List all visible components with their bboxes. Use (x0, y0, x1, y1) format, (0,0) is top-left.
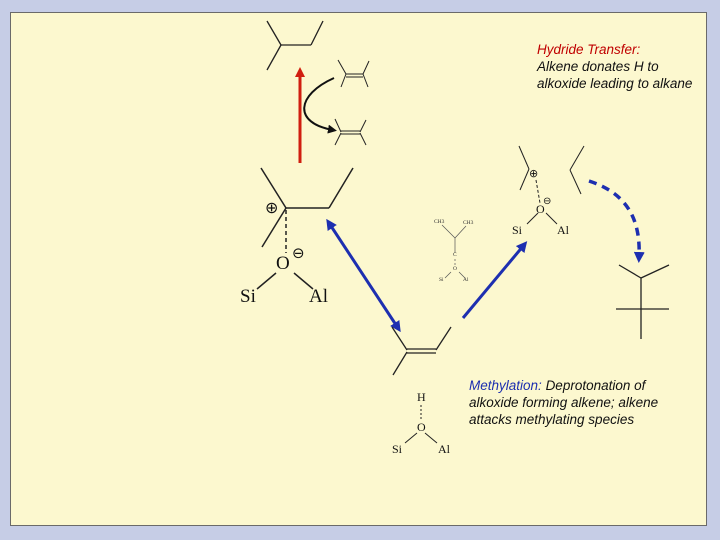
carbon-label: C (453, 252, 457, 258)
carbocation-structure-left (256, 167, 354, 290)
aluminum-label-bottom: Al (438, 442, 450, 456)
silicon-label-left: Si (240, 286, 256, 307)
methylating-species-structure (441, 224, 467, 279)
methylation-dashed-arrow (588, 179, 645, 263)
aluminum-label-small: Al (463, 277, 469, 283)
negative-charge-right: ⊖ (543, 196, 552, 207)
hydrogen-label-bottom: H (417, 390, 426, 404)
methylation-title: Methylation: (469, 378, 542, 393)
positive-charge-left: ⊕ (265, 198, 279, 217)
branched-alkane-structure (616, 264, 670, 339)
hydride-transfer-text: Alkene donates H to alkoxide leading to … (537, 59, 693, 91)
negative-charge-left: ⊖ (292, 244, 305, 262)
acid-site-structure (404, 405, 438, 444)
oxygen-label-right: O (536, 202, 545, 216)
oxygen-label-bottom: O (417, 420, 426, 434)
methyl-label-2: CH3 (463, 220, 474, 226)
silicon-label-small: Si (439, 277, 444, 283)
methylation-arrow-right (461, 241, 528, 319)
oxygen-label-small: O (453, 266, 457, 272)
positive-charge-right: ⊕ (529, 167, 539, 180)
aluminum-label-right: Al (557, 223, 569, 237)
methylation-text: Deprotonation of alkoxide forming alkene… (469, 378, 659, 427)
slide: O Si Al ⊕ ⊖ O Si Al ⊕ ⊖ CH3 CH3 C O Si A… (10, 12, 707, 526)
hydride-donor-alkene-1 (337, 59, 370, 88)
methylation-arrow-left (326, 218, 401, 333)
carbocation-structure-right (518, 145, 585, 225)
hydride-donor-alkene-2 (334, 118, 367, 146)
hydride-transfer-title: Hydride Transfer: (537, 42, 641, 57)
hydride-transfer-note: Hydride Transfer: Alkene donates H to al… (537, 41, 697, 92)
top-alkane-structure (266, 20, 324, 71)
aluminum-label-left: Al (309, 286, 328, 307)
methylation-note: Methylation: Deprotonation of alkoxide f… (469, 377, 694, 428)
silicon-label-bottom: Si (392, 442, 403, 456)
mechanism-diagram (256, 20, 670, 444)
central-alkene-structure (391, 326, 452, 376)
oxygen-label-left: O (276, 253, 290, 274)
methyl-label-1: CH3 (434, 219, 445, 225)
silicon-label-right: Si (512, 223, 523, 237)
curved-hydride-arrow (303, 77, 337, 134)
